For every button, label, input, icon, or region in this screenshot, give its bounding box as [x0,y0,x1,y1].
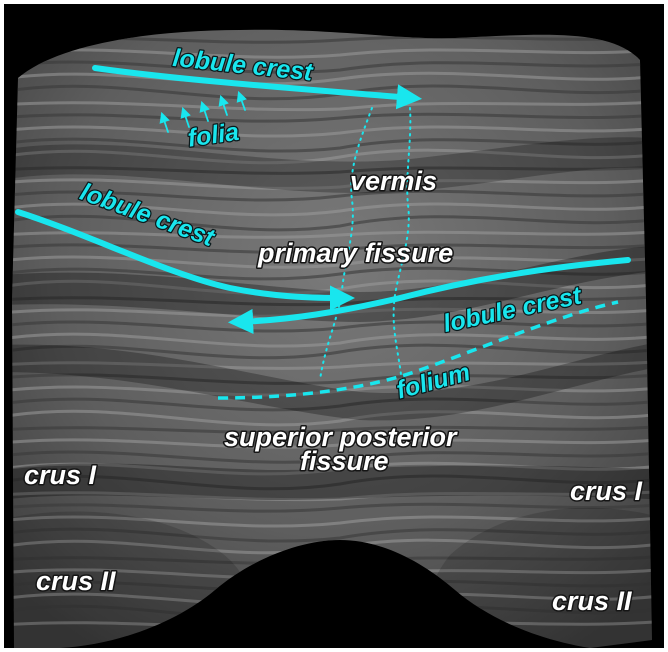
label-vermis: vermis [350,166,437,196]
label-crus-ii-right: crus II [552,586,632,616]
label-crus-i-left: crus I [24,460,97,490]
label-crus-ii-left: crus II [36,566,116,596]
label-fissure: fissure [300,446,389,476]
label-primary-fissure: primary fissure [257,238,453,268]
label-crus-i-right: crus I [570,476,643,506]
